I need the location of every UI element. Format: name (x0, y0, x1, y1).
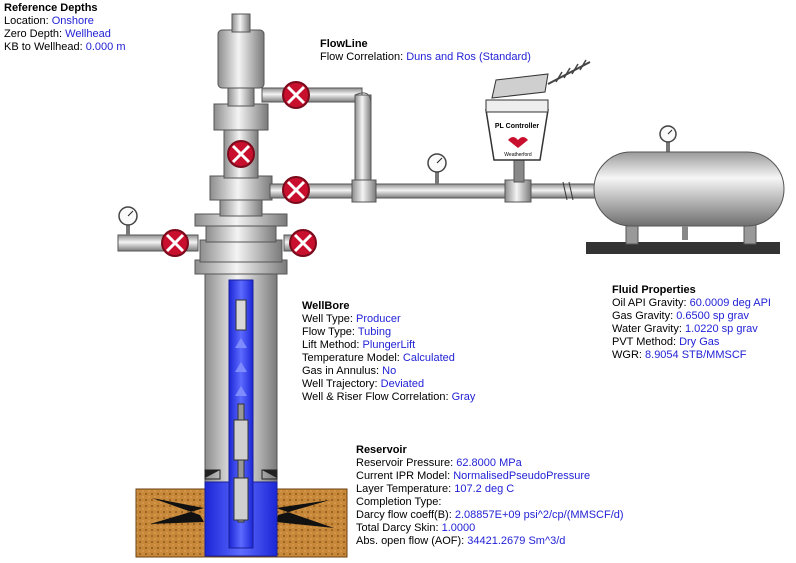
row-value: Deviated (380, 378, 425, 390)
pl-controller-label: PL Controller (495, 123, 539, 130)
row-value: Onshore (51, 15, 94, 27)
row-value: 34421.2679 Sm^3/d (467, 535, 566, 547)
reservoir-row: Darcy flow coeff(B): 2.08857E+09 psi^2/c… (356, 509, 624, 522)
row-label: Total Darcy Skin: (356, 522, 439, 534)
flowline-title: FlowLine (320, 38, 368, 50)
row-label: WGR: (612, 349, 642, 361)
wellbore-title: WellBore (302, 300, 350, 312)
reference-depths-row: KB to Wellhead: 0.000 m (4, 41, 126, 54)
row-label: Flow Correlation: (320, 51, 404, 63)
pl-controller-brand: Weatherford (504, 152, 532, 158)
row-value: Gray (451, 391, 476, 403)
row-value: 62.8000 MPa (456, 457, 522, 469)
row-value: PlungerLift (362, 339, 416, 351)
row-label: Well & Riser Flow Correlation: (302, 391, 449, 403)
reservoir-panel: Reservoir Reservoir Pressure: 62.8000 MP… (356, 444, 624, 548)
fluid-properties-row: PVT Method: Dry Gas (612, 336, 771, 349)
flowline-panel: FlowLine Flow Correlation: Duns and Ros … (320, 38, 531, 64)
wellbore-row: Gas in Annulus: No (302, 365, 475, 378)
row-value: Producer (356, 313, 401, 325)
row-label: Completion Type: (356, 496, 442, 508)
row-value: 1.0000 (441, 522, 476, 534)
row-value: 1.0220 sp grav (684, 323, 758, 335)
reference-depths-panel: Reference Depths Location: Onshore Zero … (4, 2, 126, 54)
row-label: Location: (4, 15, 49, 27)
reservoir-row: Abs. open flow (AOF): 34421.2679 Sm^3/d (356, 535, 624, 548)
wellbore-row: Flow Type: Tubing (302, 326, 475, 339)
row-value: 0.6500 sp grav (676, 310, 749, 322)
flowline-row: Flow Correlation: Duns and Ros (Standard… (320, 51, 531, 64)
row-value: 2.08857E+09 psi^2/cp/(MMSCF/d) (454, 509, 624, 521)
row-value: 107.2 deg C (454, 483, 515, 495)
row-value: 60.0009 deg API (689, 297, 771, 309)
row-label: Zero Depth: (4, 28, 63, 40)
reservoir-row: Reservoir Pressure: 62.8000 MPa (356, 457, 624, 470)
row-value: NormalisedPseudoPressure (453, 470, 591, 482)
row-label: Well Trajectory: (302, 378, 378, 390)
row-value: Duns and Ros (Standard) (406, 51, 531, 63)
row-value: No (382, 365, 397, 377)
row-label: Reservoir Pressure: (356, 457, 454, 469)
gauge-annulus (118, 206, 138, 236)
separator-tank (586, 151, 785, 254)
row-label: Temperature Model: (302, 352, 400, 364)
pl-controller (485, 59, 591, 183)
wellbore-row: Well Type: Producer (302, 313, 475, 326)
tubing (228, 279, 254, 549)
row-label: Lift Method: (302, 339, 360, 351)
wellbore-panel: WellBore Well Type: Producer Flow Type: … (302, 300, 475, 404)
valve-annulus-right (289, 229, 317, 257)
row-label: Layer Temperature: (356, 483, 452, 495)
row-value: Wellhead (65, 28, 111, 40)
gauge-flowline (427, 153, 447, 185)
wellbore-row: Well & Riser Flow Correlation: Gray (302, 391, 475, 404)
fluid-properties-title: Fluid Properties (612, 284, 696, 296)
row-value: 0.000 m (85, 41, 126, 53)
row-label: Darcy flow coeff(B): (356, 509, 452, 521)
row-value: 8.9054 STB/MMSCF (645, 349, 747, 361)
reservoir-row: Total Darcy Skin: 1.0000 (356, 522, 624, 535)
gauge-separator (659, 125, 677, 154)
reservoir-row: Layer Temperature: 107.2 deg C (356, 483, 624, 496)
flowline-pipe (261, 87, 601, 203)
fluid-properties-row: WGR: 8.9054 STB/MMSCF (612, 349, 771, 362)
row-value: Tubing (357, 326, 392, 338)
fluid-properties-row: Oil API Gravity: 60.0009 deg API (612, 297, 771, 310)
reservoir-row: Current IPR Model: NormalisedPseudoPress… (356, 470, 624, 483)
reservoir-title: Reservoir (356, 444, 407, 456)
wellbore-row: Lift Method: PlungerLift (302, 339, 475, 352)
row-label: PVT Method: (612, 336, 676, 348)
row-label: Abs. open flow (AOF): (356, 535, 465, 547)
reference-depths-title: Reference Depths (4, 2, 98, 14)
row-value: Calculated (402, 352, 455, 364)
valve-annulus-left (161, 229, 189, 257)
reference-depths-row: Zero Depth: Wellhead (4, 28, 126, 41)
fluid-properties-row: Water Gravity: 1.0220 sp grav (612, 323, 771, 336)
reservoir-row: Completion Type: (356, 496, 624, 509)
fluid-properties-panel: Fluid Properties Oil API Gravity: 60.000… (612, 284, 771, 362)
row-label: KB to Wellhead: (4, 41, 83, 53)
reference-depths-row: Location: Onshore (4, 15, 126, 28)
wellhead-stack (117, 13, 311, 263)
valve-wing (282, 176, 310, 204)
row-label: Gas in Annulus: (302, 365, 380, 377)
wellbore-row: Temperature Model: Calculated (302, 352, 475, 365)
row-label: Flow Type: (302, 326, 355, 338)
row-label: Well Type: (302, 313, 353, 325)
row-label: Oil API Gravity: (612, 297, 687, 309)
valve-flowline-upper (282, 81, 310, 109)
row-label: Gas Gravity: (612, 310, 674, 322)
wellbore-row: Well Trajectory: Deviated (302, 378, 475, 391)
row-value: Dry Gas (679, 336, 720, 348)
valve-master-upper (227, 140, 255, 168)
row-label: Current IPR Model: (356, 470, 451, 482)
row-label: Water Gravity: (612, 323, 682, 335)
fluid-properties-row: Gas Gravity: 0.6500 sp grav (612, 310, 771, 323)
